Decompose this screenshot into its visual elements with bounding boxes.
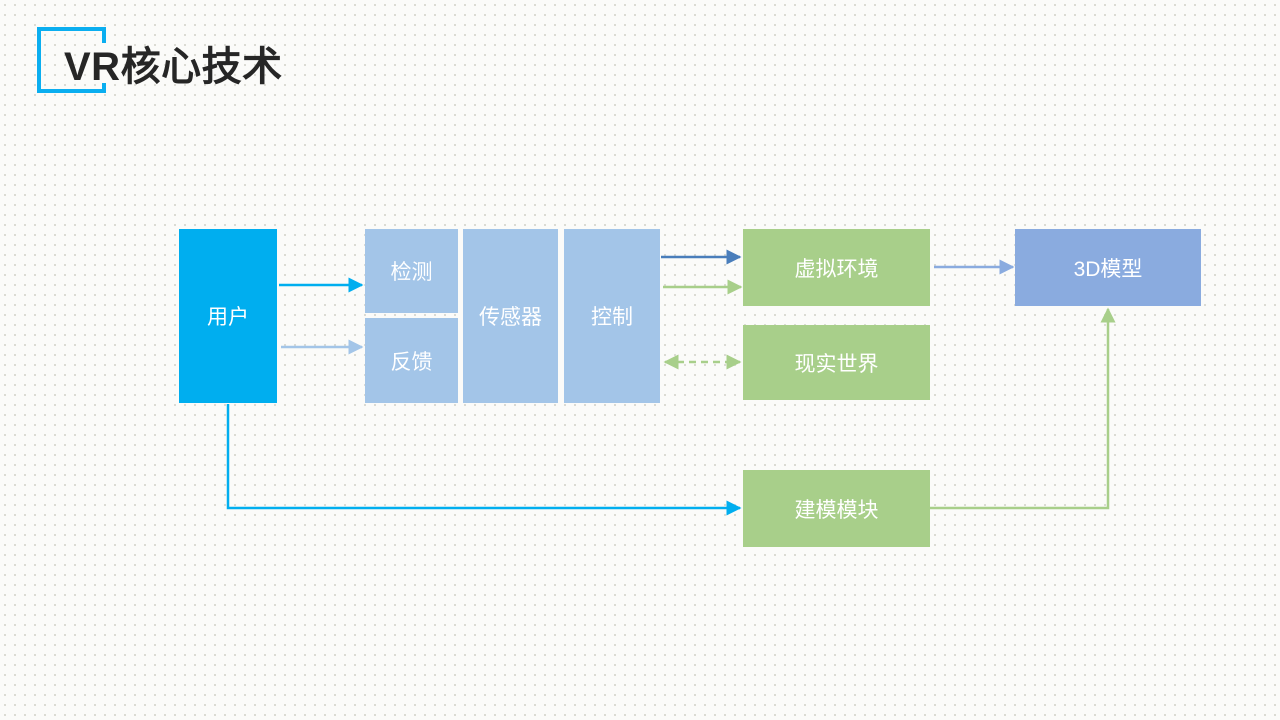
connector-modeling-to-model xyxy=(930,307,1116,510)
node-model-3d[interactable]: 3D模型 xyxy=(1015,229,1201,306)
node-label-feedback: 反馈 xyxy=(390,350,433,374)
node-sensor[interactable]: 传感器 xyxy=(463,229,558,403)
node-label-modeling: 建模模块 xyxy=(794,498,879,522)
title-bracket-decoration xyxy=(37,27,107,93)
node-virtual-env[interactable]: 虚拟环境 xyxy=(743,229,930,306)
page-title: VR核心技术 xyxy=(64,45,283,89)
node-label-model-3d: 3D模型 xyxy=(1073,257,1143,281)
node-control[interactable]: 控制 xyxy=(564,229,660,403)
node-label-real-world: 现实世界 xyxy=(794,352,879,376)
node-modeling[interactable]: 建模模块 xyxy=(743,470,930,547)
node-label-detect: 检测 xyxy=(390,261,433,284)
node-label-user: 用户 xyxy=(207,306,249,329)
node-label-virtual-env: 虚拟环境 xyxy=(794,257,879,281)
node-real-world[interactable]: 现实世界 xyxy=(743,325,930,400)
node-label-control: 控制 xyxy=(591,306,633,329)
bracket-gap xyxy=(101,43,107,83)
node-feedback[interactable]: 反馈 xyxy=(365,318,458,403)
node-user[interactable]: 用户 xyxy=(179,229,277,403)
node-label-sensor: 传感器 xyxy=(479,306,542,329)
node-detect[interactable]: 检测 xyxy=(365,229,458,313)
connector-user-to-modeling xyxy=(226,404,742,516)
